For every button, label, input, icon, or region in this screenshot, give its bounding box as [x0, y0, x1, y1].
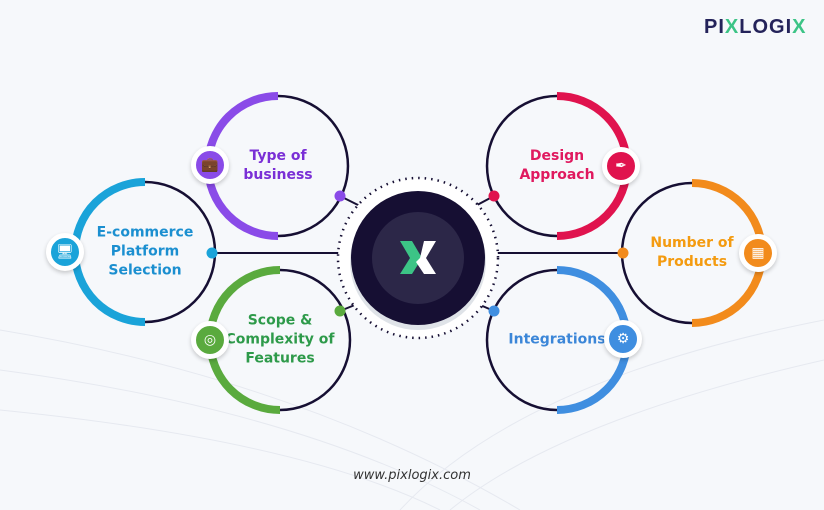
x-logo-icon — [400, 241, 436, 274]
target-icon: ◎ — [191, 321, 229, 359]
website-url: www.pixlogix.com — [353, 468, 471, 483]
gear-icon: ⚙ — [604, 320, 642, 358]
connector-dot — [617, 247, 629, 259]
pixlogix-logo: PIXLOGIX — [704, 16, 807, 38]
connector-dot — [488, 190, 500, 202]
label-scope: Scope & Complexity of Features — [225, 312, 335, 367]
connector-dot — [334, 190, 346, 202]
connector-dot — [334, 305, 346, 317]
label-products: Number of Products — [650, 235, 734, 270]
design-pen-icon: ✒ — [602, 147, 640, 185]
label-design: Design Approach — [519, 148, 595, 183]
monitor-icon: 🖥 — [46, 233, 84, 271]
boxes-icon: ▦ — [739, 234, 777, 272]
label-type: Type of business — [243, 148, 313, 183]
connector-dot — [206, 247, 218, 259]
briefcase-icon: 💼 — [191, 146, 229, 184]
label-ecommerce: E-commerce Platform Selection — [96, 224, 194, 279]
connector-dot — [488, 305, 500, 317]
label-integrations: Integrations — [508, 331, 606, 348]
